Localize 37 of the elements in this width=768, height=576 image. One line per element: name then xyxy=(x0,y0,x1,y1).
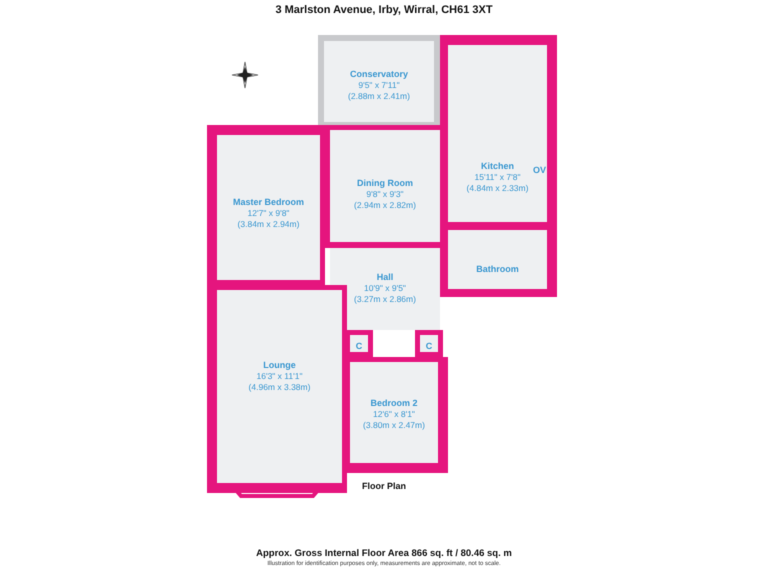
room-dimensions: (3.80m x 2.47m) xyxy=(363,420,425,430)
room-name: Bathroom xyxy=(476,264,519,274)
room-area xyxy=(440,35,557,225)
room-name: Conservatory xyxy=(350,69,408,79)
room-name: Hall xyxy=(376,272,394,282)
cupboard-area xyxy=(345,330,373,357)
room-dimensions: (4.84m x 2.33m) xyxy=(466,183,528,193)
room-name: Lounge xyxy=(263,360,296,370)
room-area xyxy=(440,225,557,297)
room-dimensions: (2.94m x 2.82m) xyxy=(354,200,416,210)
room-name: Master Bedroom xyxy=(232,197,304,207)
cupboard-area xyxy=(415,330,443,357)
floor-area-note: Approx. Gross Internal Floor Area 866 sq. ft / 80.46 sq. m xyxy=(255,548,513,559)
room-name: C xyxy=(426,341,432,351)
room-area xyxy=(207,285,347,493)
room-dimensions: (2.88m x 2.41m) xyxy=(348,91,410,101)
room-name: C xyxy=(356,341,362,351)
room-dimensions: (4.96m x 3.38m) xyxy=(248,382,310,392)
room-dimensions: (3.84m x 2.94m) xyxy=(238,219,300,229)
room-dimensions: 16'3" x 11'1" xyxy=(256,371,302,381)
room-name: Bedroom 2 xyxy=(370,398,418,408)
room-area xyxy=(345,357,448,473)
room-name: Dining Room xyxy=(357,178,413,188)
room-name: Kitchen xyxy=(480,161,514,171)
room-dimensions: (3.27m x 2.86m) xyxy=(354,294,416,304)
room-area xyxy=(325,125,440,248)
room-dimensions: 9'5" x 7'11" xyxy=(358,80,400,90)
room-dimensions: 12'7" x 9'8" xyxy=(248,208,290,218)
room-dimensions: 15'11" x 7'8" xyxy=(474,172,520,182)
room-dimensions: 12'6" x 8'1" xyxy=(373,409,415,419)
room-area xyxy=(318,35,440,125)
appliance-label: OV xyxy=(533,165,546,175)
plan-heading: Floor Plan xyxy=(360,481,407,491)
room-area xyxy=(330,248,440,330)
room-dimensions: 10'9" x 9'5" xyxy=(364,283,406,293)
plan-title: 3 Marlston Avenue, Irby, Wirral, CH61 3XT xyxy=(274,4,494,16)
room-dimensions: 9'8" x 9'3" xyxy=(366,189,404,199)
